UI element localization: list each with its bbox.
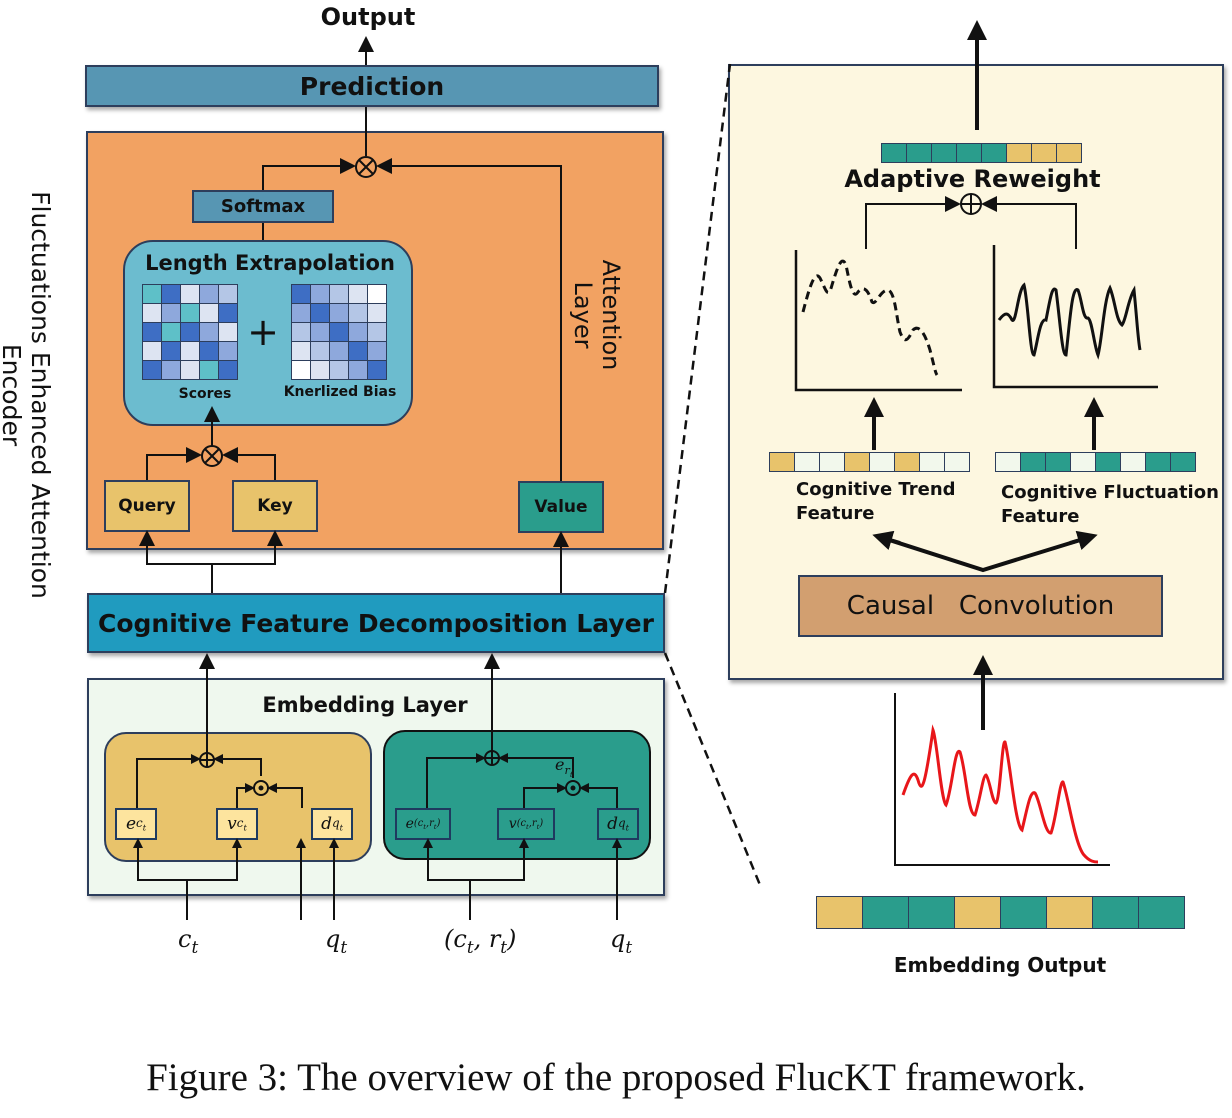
fluctuation-feature-vector xyxy=(995,452,1196,472)
zoom-dash-bottom xyxy=(663,652,762,886)
scores-matrix-cell xyxy=(218,360,238,380)
output-label: Output xyxy=(320,3,416,31)
causal-convolution-label: Causal Convolution xyxy=(846,591,1115,621)
prediction-block: Prediction xyxy=(85,65,659,107)
query-block: Query xyxy=(104,480,190,532)
length-extrapolation-block: Length Extrapolation + Scores Knerlized … xyxy=(123,240,413,426)
bias-matrix-cell xyxy=(367,360,387,380)
trend-curve xyxy=(801,259,939,376)
softmax-label: Softmax xyxy=(220,196,306,217)
input-concept-response: (ct, rt) xyxy=(444,925,517,957)
embedding-output-vector-cell xyxy=(1092,896,1139,929)
decomposition-label: Cognitive Feature Decomposition Layer xyxy=(98,608,654,638)
scores-matrix xyxy=(142,284,238,380)
response-er-label: ert xyxy=(555,755,573,780)
response-embedding-e: e(ct,rt) xyxy=(395,808,451,840)
arrow-softmax-otimes xyxy=(262,158,356,190)
decomposition-layer: Cognitive Feature Decomposition Layer xyxy=(87,593,665,653)
embedding-output-vector-cell xyxy=(862,896,909,929)
reweight-vector xyxy=(881,143,1082,163)
input-question-qt-2: qt xyxy=(610,925,633,957)
embedding-layer-title: Embedding Layer xyxy=(262,693,468,717)
arrow-key-otimes xyxy=(222,447,276,480)
causal-convolution-block: Causal Convolution xyxy=(798,575,1163,637)
query-label: Query xyxy=(118,496,176,516)
fluctuation-feature-vector-cell xyxy=(1170,452,1196,472)
prediction-label: Prediction xyxy=(299,71,445,101)
scores-label: Scores xyxy=(178,386,232,402)
zoom-dash-top xyxy=(663,63,732,594)
embedding-output-vector-cell xyxy=(1046,896,1093,929)
embedding-output-vector xyxy=(816,896,1185,929)
value-block: Value xyxy=(518,481,604,533)
softmax-block: Softmax xyxy=(192,190,334,223)
adaptive-reweight-label: Adaptive Reweight xyxy=(844,165,1101,193)
trend-feature-vector xyxy=(769,452,970,472)
embedding-output-label: Embedding Output xyxy=(893,953,1107,977)
reweight-vector-cell xyxy=(1056,143,1082,163)
embedding-output-vector-cell xyxy=(954,896,1001,929)
embedding-output-vector-cell xyxy=(816,896,863,929)
figure-caption: Figure 3: The overview of the proposed F… xyxy=(146,1055,1086,1099)
bias-matrix xyxy=(291,284,387,380)
key-block: Key xyxy=(232,480,318,532)
bias-label: Knerlized Bias xyxy=(283,384,397,400)
input-concept-ct: ct xyxy=(178,925,199,957)
arrow-value-otimes xyxy=(376,158,562,481)
arrow-query-otimes xyxy=(146,447,202,480)
plus-sign: + xyxy=(247,310,279,354)
embedding-output-vector-cell xyxy=(1138,896,1185,929)
key-label: Key xyxy=(257,496,293,516)
length-extrapolation-title: Length Extrapolation xyxy=(145,251,395,275)
trend-plot-axes xyxy=(794,250,962,392)
signal-curve xyxy=(901,724,1099,864)
fluct-plot-axes xyxy=(992,245,1158,389)
fluct-curve xyxy=(997,282,1142,360)
value-label: Value xyxy=(534,497,588,517)
signal-plot-axes xyxy=(894,693,1110,866)
input-question-qt: qt xyxy=(325,925,348,957)
trend-feature-vector-cell xyxy=(944,452,970,472)
